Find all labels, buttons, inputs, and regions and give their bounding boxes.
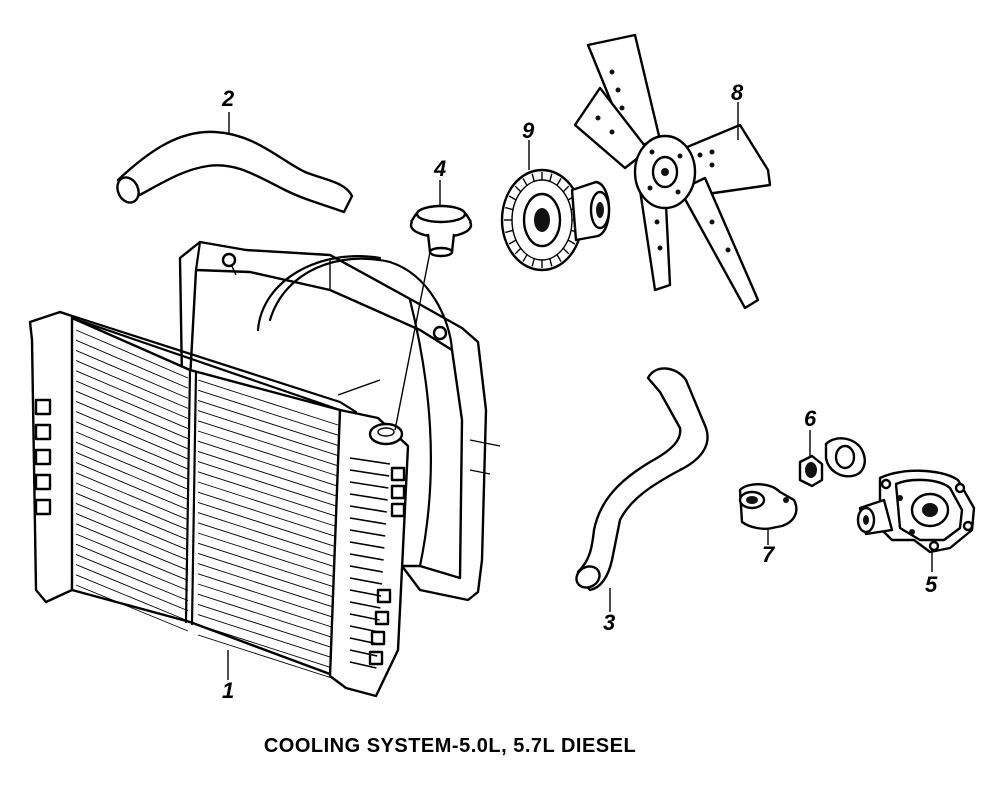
lower-radiator-hose (575, 367, 709, 592)
callout-5: 5 (925, 572, 938, 597)
thermostat (798, 454, 824, 488)
water-pump (856, 469, 976, 554)
right-tank-fins (349, 457, 391, 669)
fan-shroud (178, 240, 501, 602)
callout-6: 6 (804, 406, 817, 431)
callout-8: 8 (731, 80, 744, 105)
leader-lines (227, 102, 933, 680)
callout-1: 1 (222, 678, 234, 703)
callout-2: 2 (221, 86, 235, 111)
right-tank-cells (368, 466, 406, 666)
callout-9: 9 (522, 118, 535, 143)
callout-numbers: 1 2 3 4 5 6 7 8 9 (221, 80, 938, 703)
upper-radiator-hose (116, 130, 354, 214)
thermostat-housing (738, 483, 798, 530)
diagram-caption: COOLING SYSTEM-5.0L, 5.7L DIESEL (264, 735, 636, 757)
callout-3: 3 (603, 610, 615, 635)
filler-neck (368, 422, 404, 446)
left-tank-cells (34, 398, 52, 516)
callout-7: 7 (762, 542, 776, 567)
callout-4: 4 (433, 156, 446, 181)
radiator-core-fins (75, 329, 339, 681)
fan-clutch (500, 168, 611, 272)
thermostat-gasket (824, 437, 866, 478)
fan-blade (573, 33, 772, 310)
radiator-cap (409, 204, 473, 258)
radiator-assembly (28, 310, 410, 698)
